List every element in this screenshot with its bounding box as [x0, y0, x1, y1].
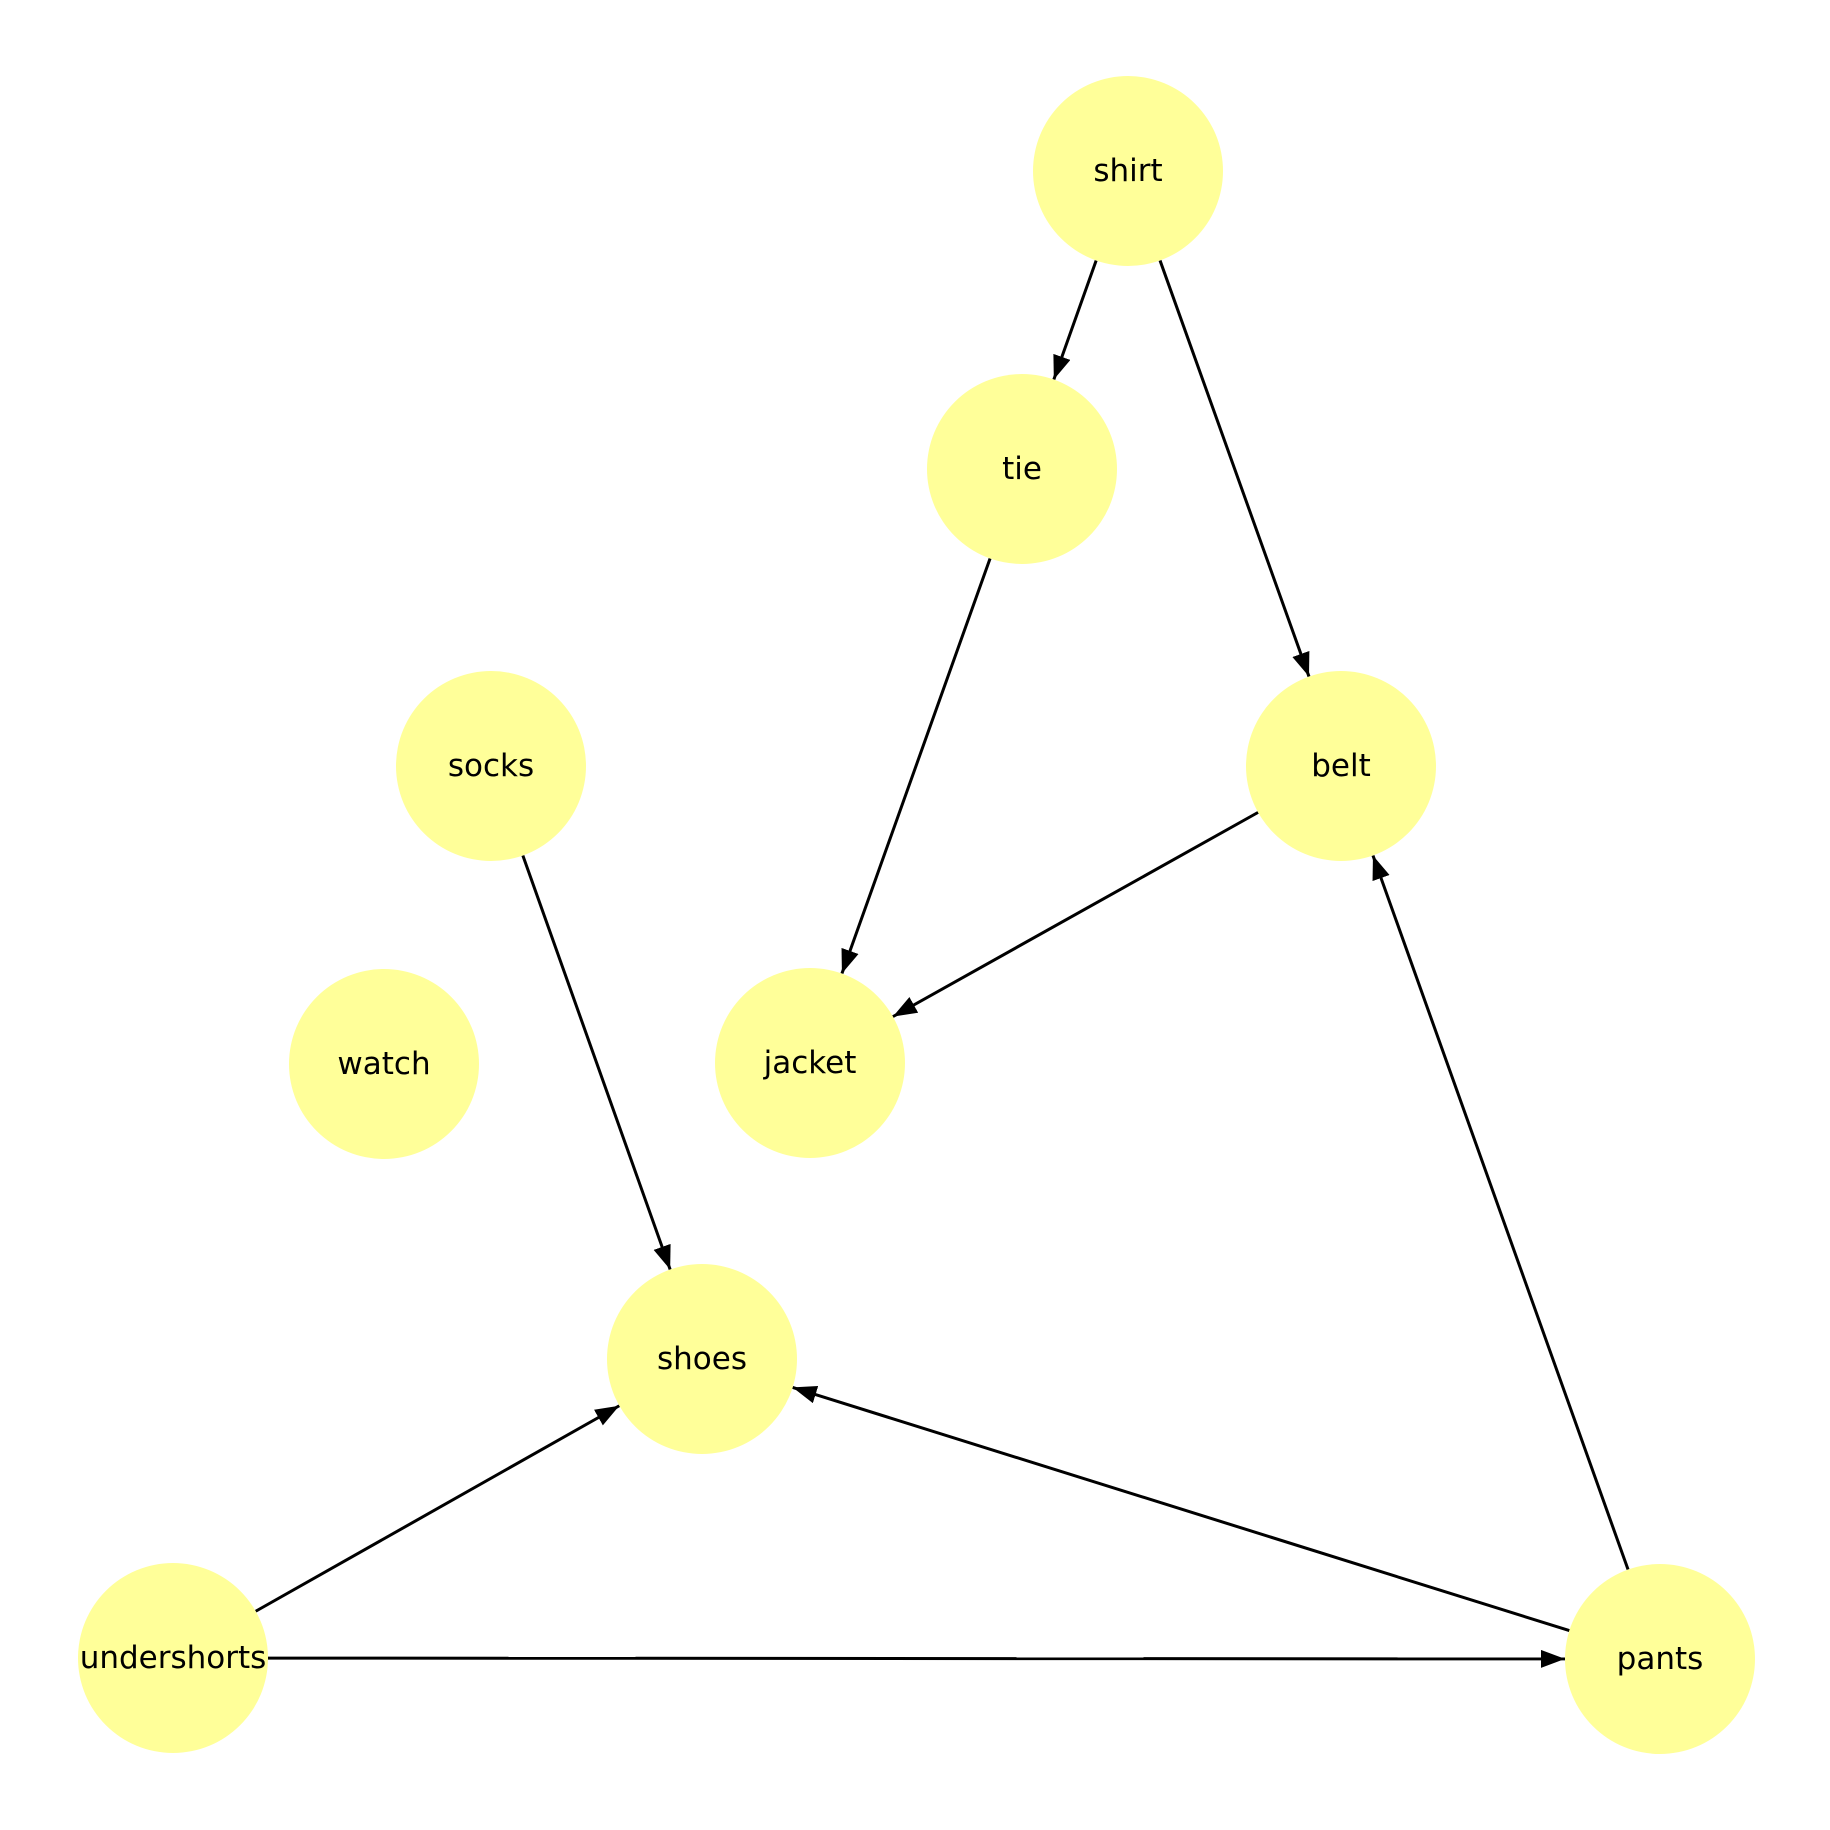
node-label-shoes: shoes	[657, 1341, 747, 1377]
node-shoes	[607, 1264, 797, 1454]
node-layer: shirt tie belt socks watch jacket shoes undersh…	[78, 76, 1755, 1754]
node-belt	[1246, 671, 1436, 861]
node-label-pants: pants	[1617, 1641, 1704, 1677]
edge-layer	[254, 259, 1630, 1668]
node-watch	[289, 969, 479, 1159]
node-label-socks: socks	[448, 748, 534, 784]
edge-pants-shoes	[792, 1385, 1570, 1633]
node-label-belt: belt	[1311, 748, 1371, 784]
node-label-undershorts: undershorts	[80, 1640, 267, 1676]
node-jacket	[715, 968, 905, 1158]
edge-undershorts-shoes	[254, 1404, 621, 1613]
edge-shirt-tie	[1052, 260, 1098, 380]
edge-undershorts-pants	[267, 1649, 1566, 1668]
edge-shirt-belt	[1158, 259, 1311, 678]
node-label-jacket: jacket	[763, 1045, 857, 1081]
node-tie	[927, 374, 1117, 564]
edge-tie-jacket	[840, 557, 992, 975]
edge-socks-shoes	[521, 855, 672, 1270]
node-shirt	[1033, 76, 1223, 266]
edge-pants-belt	[1371, 854, 1630, 1571]
node-pants	[1565, 1564, 1755, 1754]
node-undershorts	[78, 1563, 268, 1753]
node-label-tie: tie	[1002, 451, 1042, 487]
edge-belt-jacket	[892, 811, 1259, 1018]
node-label-shirt: shirt	[1093, 153, 1162, 189]
node-socks	[396, 671, 586, 861]
node-label-watch: watch	[337, 1046, 430, 1082]
